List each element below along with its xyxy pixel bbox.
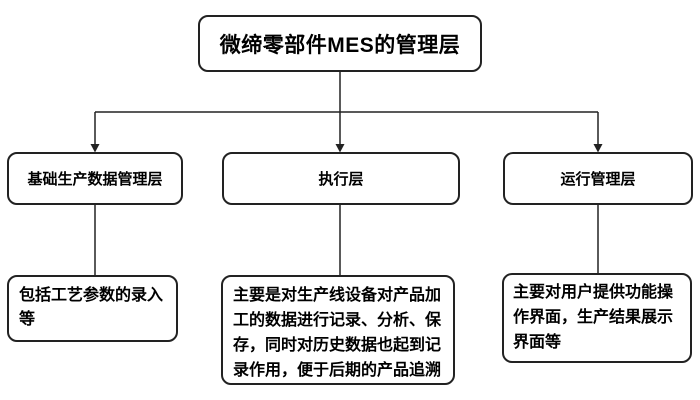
root-node: 微缔零部件MES的管理层 xyxy=(198,15,482,72)
branch-node-basic-data: 基础生产数据管理层 xyxy=(7,152,183,205)
description-node-execution: 主要是对生产线设备对产品加工的数据进行记录、分析、保存，同时对历史数据也起到记录… xyxy=(221,275,455,385)
description-execution-text: 主要是对生产线设备对产品加工的数据进行记录、分析、保存，同时对历史数据也起到记录… xyxy=(233,287,442,379)
branch-node-execution: 执行层 xyxy=(222,152,460,205)
description-node-basic-data: 包括工艺参数的录入等 xyxy=(7,275,178,342)
description-node-operation: 主要对用户提供功能操作界面，生产结果展示界面等 xyxy=(502,273,692,363)
branch-node-execution-label: 执行层 xyxy=(318,171,364,188)
branch-node-operation-label: 运行管理层 xyxy=(560,171,636,188)
branch-node-operation: 运行管理层 xyxy=(503,152,693,205)
branch-node-basic-data-label: 基础生产数据管理层 xyxy=(27,171,163,188)
description-operation-text: 主要对用户提供功能操作界面，生产结果展示界面等 xyxy=(513,284,674,351)
description-basic-data-text: 包括工艺参数的录入等 xyxy=(19,287,164,328)
root-node-label: 微缔零部件MES的管理层 xyxy=(219,33,461,57)
